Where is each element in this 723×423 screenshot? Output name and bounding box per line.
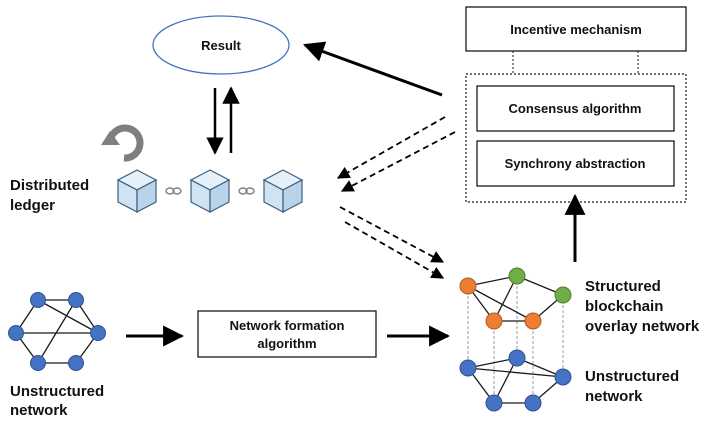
layer-vertical-dashes	[467, 276, 564, 403]
overlay-network-nodes	[459, 267, 572, 330]
synchrony-abstraction-box	[476, 140, 675, 187]
network-node	[508, 349, 526, 367]
network-node	[8, 325, 24, 341]
network-node	[68, 292, 84, 308]
ledger-label-line1: Distributed	[10, 177, 89, 194]
unstructured-right-label-line2: network	[585, 388, 643, 405]
incentive-mechanism-box	[465, 6, 687, 52]
result-ellipse	[152, 15, 290, 75]
network-node	[68, 355, 84, 371]
green-node	[508, 267, 526, 285]
unstructured-right-label-line1: Unstructured	[585, 368, 679, 385]
unstructured-network-graph	[15, 299, 99, 364]
network-formation-box	[197, 310, 377, 358]
network-node	[485, 394, 503, 412]
block-cube-icon	[116, 169, 158, 213]
network-node	[90, 325, 106, 341]
consensus-algorithm-box	[476, 85, 675, 132]
orange-node	[524, 312, 542, 330]
structured-overlay-label-line1: Structured	[585, 278, 661, 295]
dashed-arrow-ledger-overlay-1	[339, 206, 445, 263]
unstructured-left-label-line1: Unstructured	[10, 383, 104, 400]
network-node	[30, 355, 46, 371]
structured-overlay-label-line2: blockchain	[585, 298, 663, 315]
chain-link-icon	[238, 187, 255, 195]
network-node	[30, 292, 46, 308]
consensus-algorithm-label: Consensus algorithm	[509, 101, 642, 116]
incentive-mechanism-label: Incentive mechanism	[510, 22, 642, 37]
dashed-arrow-consensus-ledger-1	[336, 116, 446, 179]
chain-link-icon	[165, 187, 182, 195]
green-node	[554, 286, 572, 304]
orange-node	[485, 312, 503, 330]
synchrony-abstraction-label: Synchrony abstraction	[505, 156, 646, 171]
network-node	[459, 359, 477, 377]
network-formation-label-line2: algorithm	[257, 336, 316, 351]
block-cube-icon	[189, 169, 231, 213]
ledger-label-line2: ledger	[10, 197, 55, 214]
dashed-arrow-ledger-overlay-2	[344, 221, 445, 279]
network-node	[524, 394, 542, 412]
network-formation-label-line1: Network formation	[230, 318, 345, 333]
network-node	[554, 368, 572, 386]
arrow-to-result	[303, 41, 443, 97]
unstructured-network-nodes	[8, 292, 106, 371]
block-cube-icon	[262, 169, 304, 213]
dashed-arrow-consensus-ledger-2	[340, 131, 456, 192]
unstructured-left-label-line2: network	[10, 402, 68, 419]
structured-overlay-label-line3: overlay network	[585, 318, 700, 335]
base-network-nodes	[459, 349, 572, 412]
result-label: Result	[201, 38, 241, 53]
refresh-icon	[101, 124, 144, 162]
orange-node	[459, 277, 477, 295]
